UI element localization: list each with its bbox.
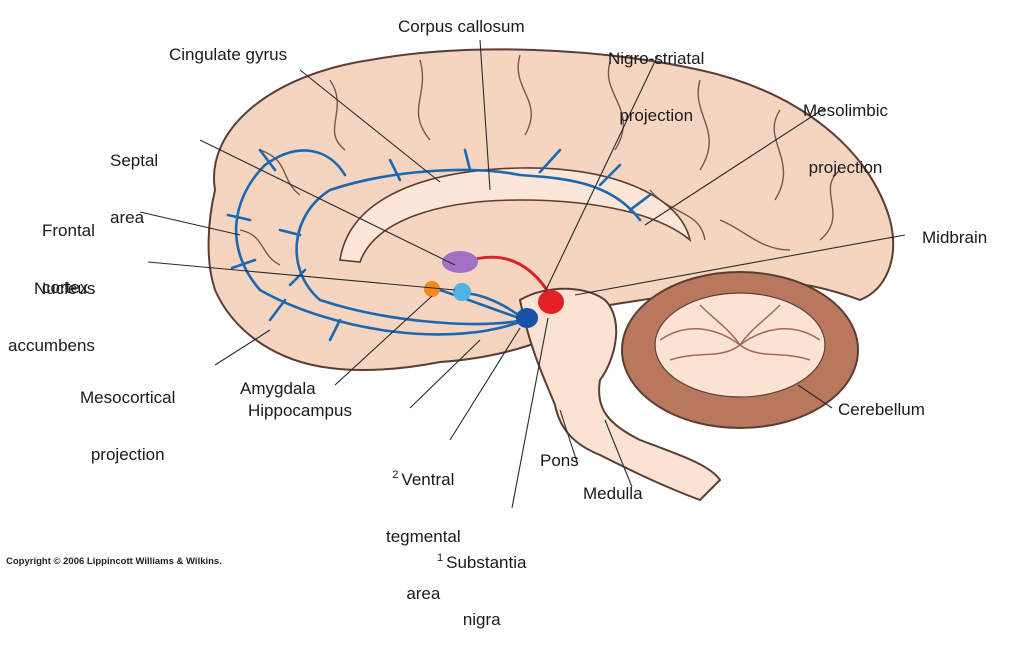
label-sn-word1: Substantia: [446, 553, 526, 572]
striatum-dot: [442, 251, 478, 273]
label-vta-number: 2: [392, 469, 398, 481]
label-frontal-line1: Frontal: [42, 221, 95, 240]
label-sn-number: 1: [437, 552, 443, 564]
label-septal-line1: Septal: [110, 151, 158, 170]
label-cerebellum: Cerebellum: [838, 400, 925, 419]
label-midbrain: Midbrain: [922, 228, 987, 247]
label-septal-area: Septal area: [110, 113, 158, 246]
label-hippocampus: Hippocampus: [248, 401, 352, 420]
label-nigro-striatal-line1: Nigro-striatal: [608, 49, 704, 68]
label-septal-line2: area: [110, 208, 158, 227]
label-nucleus-line1: Nucleus: [8, 279, 95, 298]
label-cingulate-gyrus: Cingulate gyrus: [169, 45, 287, 64]
label-mesolimbic-line1: Mesolimbic: [803, 101, 888, 120]
label-mesolimbic-line2: projection: [803, 158, 888, 177]
cerebellum-shape: [622, 272, 858, 428]
label-corpus-callosum: Corpus callosum: [398, 17, 525, 36]
copyright-notice: Copyright © 2006 Lippincott Williams & W…: [6, 556, 222, 567]
substantia-nigra-dot: [538, 290, 564, 314]
label-mesocortical: Mesocortical projection: [80, 350, 175, 483]
label-sn-line2: nigra: [437, 610, 526, 629]
label-medulla: Medulla: [583, 484, 643, 503]
amygdala-dot: [424, 281, 440, 297]
nucleus-accumbens-dot: [453, 283, 471, 301]
label-amygdala: Amygdala: [240, 379, 316, 398]
label-mesocortical-line1: Mesocortical: [80, 388, 175, 407]
label-nigro-striatal: Nigro-striatal projection: [608, 11, 704, 144]
label-mesocortical-line2: projection: [80, 445, 175, 464]
vta-dot: [516, 308, 538, 328]
label-nigro-striatal-line2: projection: [608, 106, 704, 125]
label-pons: Pons: [540, 451, 579, 470]
label-mesolimbic: Mesolimbic projection: [803, 63, 888, 196]
label-vta-word1: Ventral: [401, 470, 454, 489]
